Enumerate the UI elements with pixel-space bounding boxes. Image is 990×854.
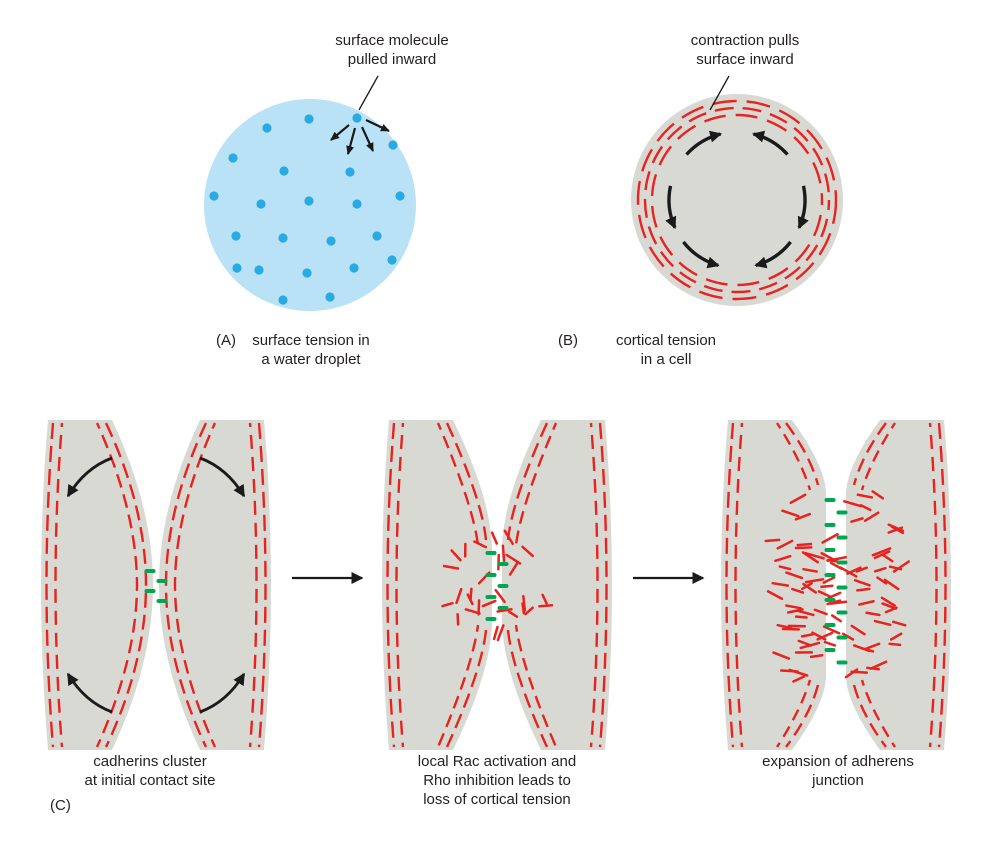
water-molecules — [209, 114, 405, 305]
right-cell — [502, 420, 612, 750]
stage-2-caption: local Rac activation and Rho inhibition … — [417, 753, 577, 808]
annotation-pointer-b — [709, 75, 730, 111]
stage-3-junction-expansion — [721, 420, 951, 750]
left-cell — [382, 420, 492, 750]
actin-cortex-stage-3 — [725, 422, 947, 748]
annotation-pointer-a — [358, 75, 379, 111]
panel-b-caption: cortical tension in a cell — [615, 332, 717, 368]
actin-fragments-stage-3-right — [820, 490, 911, 679]
cadherin-cluster-stage-2 — [485, 551, 509, 621]
panel-a-caption: surface tension in a water droplet — [252, 332, 370, 368]
inward-pull-arrows — [330, 119, 390, 155]
actin-cortex-rings — [636, 99, 838, 301]
panel-b-cell-cortex — [631, 75, 843, 306]
actin-cortex-stage-1 — [45, 422, 267, 748]
panel-b-annotation: contraction pulls surface inward — [690, 32, 800, 68]
stage-3-caption: expansion of adherens junction — [762, 753, 914, 789]
cortical-flow-arrows-stage-1 — [66, 456, 246, 714]
surface-molecule-dot — [352, 113, 362, 123]
right-cell — [846, 420, 951, 750]
panel-a-letter: (A) — [216, 332, 236, 349]
panel-a-annotation: surface molecule pulled inward — [335, 32, 449, 68]
actin-fragments-stage-3-left — [764, 493, 848, 683]
actin-fragments-stage-2 — [441, 529, 554, 642]
actin-cortex-stage-2 — [386, 422, 608, 748]
panel-b-letter: (B) — [558, 332, 578, 349]
panel-a-water-droplet — [204, 75, 416, 311]
cell-body — [631, 94, 843, 306]
stage-2-rac-activation — [382, 420, 612, 750]
left-cell — [721, 420, 826, 750]
cadherin-cluster-stage-1 — [144, 569, 168, 603]
panel-c-letter: (C) — [50, 797, 71, 814]
stage-1-caption: cadherins cluster at initial contact sit… — [84, 753, 216, 789]
cadherin-zipper-stage-3 — [824, 498, 848, 665]
stage-1-initial-contact — [41, 420, 271, 750]
contraction-arrows — [665, 130, 809, 269]
